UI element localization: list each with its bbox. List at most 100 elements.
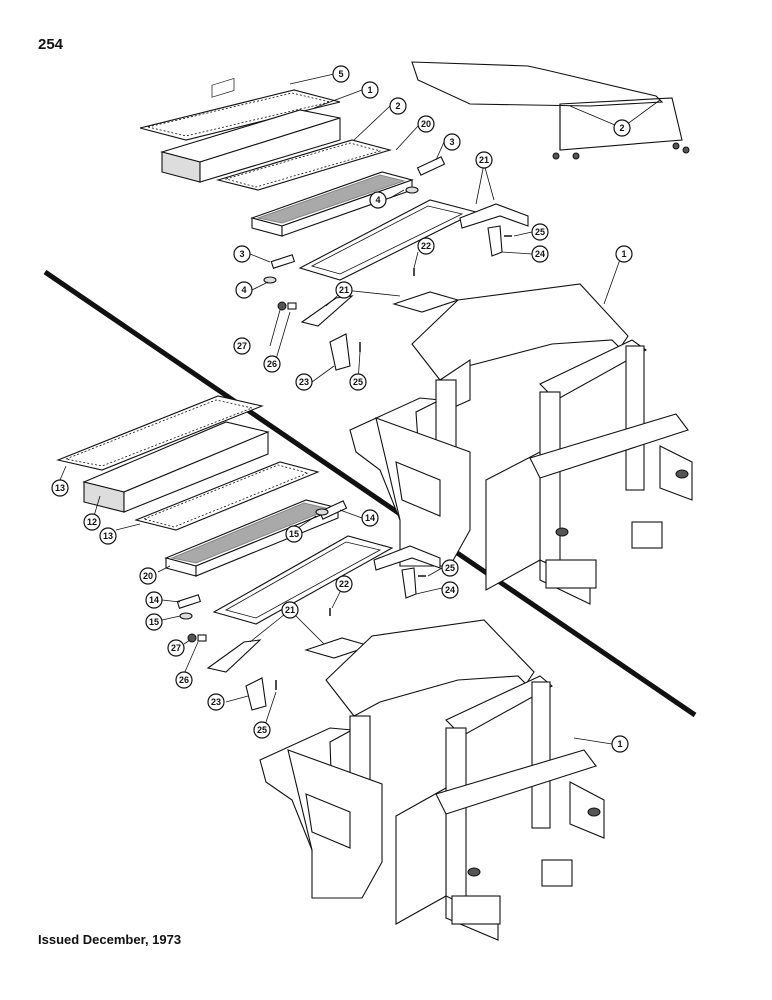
callout-23-bottom: 23 <box>207 693 225 711</box>
callout-26-bottom: 26 <box>175 671 193 689</box>
spacer-26-top <box>287 302 297 310</box>
svg-text:20: 20 <box>143 571 153 581</box>
svg-text:21: 21 <box>339 285 349 295</box>
callout-25-bottom-lower: 25 <box>253 721 271 739</box>
svg-text:12: 12 <box>87 517 97 527</box>
svg-text:26: 26 <box>179 675 189 685</box>
leader-lines <box>59 73 661 745</box>
clip-3-top-right <box>416 156 446 176</box>
svg-text:15: 15 <box>289 529 299 539</box>
cab-frame-top <box>349 283 693 605</box>
svg-text:2: 2 <box>395 101 400 111</box>
callout-4-top-right: 4 <box>369 191 387 209</box>
callout-25-bottom-upper: 25 <box>441 559 459 577</box>
svg-text:13: 13 <box>103 531 113 541</box>
svg-text:25: 25 <box>535 227 545 237</box>
bracket-21-top-left <box>300 295 354 327</box>
callout-12-bottom: 12 <box>83 513 101 531</box>
callout-1-top-housing: 1 <box>361 81 379 99</box>
svg-text:26: 26 <box>267 359 277 369</box>
callout-3-top-left: 3 <box>233 245 251 263</box>
gasket-bottom-upper <box>56 395 264 471</box>
page-number: 254 <box>38 36 64 53</box>
latch-24-top <box>487 225 503 257</box>
wing-nut-15-bottom-right <box>315 508 329 516</box>
section-divider-line <box>43 269 697 718</box>
svg-text:22: 22 <box>339 579 349 589</box>
callout-2-top-gasket: 2 <box>389 97 407 115</box>
svg-text:14: 14 <box>149 595 159 605</box>
air-housing-bottom <box>82 421 270 513</box>
svg-text:14: 14 <box>365 513 375 523</box>
svg-text:20: 20 <box>421 119 431 129</box>
callout-21-top-lower: 21 <box>335 281 353 299</box>
callout-27-bottom: 27 <box>167 639 185 657</box>
clip-3-top-left <box>270 254 296 269</box>
issued-date-footer: Issued December, 1973 <box>38 932 182 947</box>
wing-nut-15-bottom-left <box>179 612 193 620</box>
callout-25-top-upper: 25 <box>531 223 549 241</box>
svg-text:24: 24 <box>535 249 545 259</box>
callout-23-top: 23 <box>295 373 313 391</box>
filter-tray-bottom <box>212 535 394 625</box>
callout-5-top: 5 <box>332 65 350 83</box>
latch-24-bottom <box>401 567 417 599</box>
callout-27-top: 27 <box>233 337 251 355</box>
callout-4-top-left: 4 <box>235 281 253 299</box>
callout-21-bottom: 21 <box>281 601 299 619</box>
svg-text:1: 1 <box>367 85 372 95</box>
spacer-26-bottom <box>197 634 207 642</box>
callout-20-bottom: 20 <box>139 567 157 585</box>
callout-15-bottom-left: 15 <box>145 613 163 631</box>
gasket-bottom-middle <box>134 461 320 531</box>
callout-14-bottom-right: 14 <box>361 509 379 527</box>
clip-14-bottom-left <box>176 594 202 609</box>
cab-frame-bottom <box>259 619 605 941</box>
svg-text:5: 5 <box>338 69 343 79</box>
callout-26-top: 26 <box>263 355 281 373</box>
svg-text:3: 3 <box>239 249 244 259</box>
svg-text:27: 27 <box>237 341 247 351</box>
latch-23-top <box>329 333 351 371</box>
latch-23-bottom <box>245 677 267 711</box>
callout-1-bottom-cab: 1 <box>611 735 629 753</box>
callout-15-bottom-right: 15 <box>285 525 303 543</box>
inset-frame <box>411 61 690 160</box>
svg-text:13: 13 <box>55 483 65 493</box>
callout-13-bottom-upper: 13 <box>51 479 69 497</box>
svg-text:3: 3 <box>449 137 454 147</box>
svg-text:23: 23 <box>299 377 309 387</box>
callout-20-top: 20 <box>417 115 435 133</box>
callout-14-bottom-left: 14 <box>145 591 163 609</box>
svg-text:25: 25 <box>257 725 267 735</box>
bracket-21-bottom-right <box>373 545 441 571</box>
svg-text:25: 25 <box>445 563 455 573</box>
callout-2-inset: 2 <box>613 119 631 137</box>
gasket-top-middle <box>215 139 393 191</box>
callout-22-bottom: 22 <box>335 575 353 593</box>
svg-text:23: 23 <box>211 697 221 707</box>
wing-nut-4-top-right <box>405 186 419 194</box>
callout-24-top: 24 <box>531 245 549 263</box>
callout-3-top-right: 3 <box>443 133 461 151</box>
callout-21-top-right: 21 <box>475 151 493 169</box>
callout-1-top-cab: 1 <box>615 245 633 263</box>
svg-text:4: 4 <box>375 195 380 205</box>
nut-27-top <box>277 301 287 311</box>
callout-24-bottom: 24 <box>441 581 459 599</box>
air-housing-top <box>159 78 341 183</box>
svg-text:27: 27 <box>171 643 181 653</box>
callout-22-top: 22 <box>417 237 435 255</box>
svg-text:2: 2 <box>619 123 624 133</box>
svg-text:1: 1 <box>617 739 622 749</box>
svg-text:25: 25 <box>353 377 363 387</box>
svg-text:1: 1 <box>621 249 626 259</box>
svg-text:21: 21 <box>479 155 489 165</box>
callout-25-top-lower: 25 <box>349 373 367 391</box>
gasket-top-upper <box>139 89 341 141</box>
svg-text:22: 22 <box>421 241 431 251</box>
svg-text:15: 15 <box>149 617 159 627</box>
bracket-21-bottom-left <box>206 639 262 673</box>
svg-text:24: 24 <box>445 585 455 595</box>
